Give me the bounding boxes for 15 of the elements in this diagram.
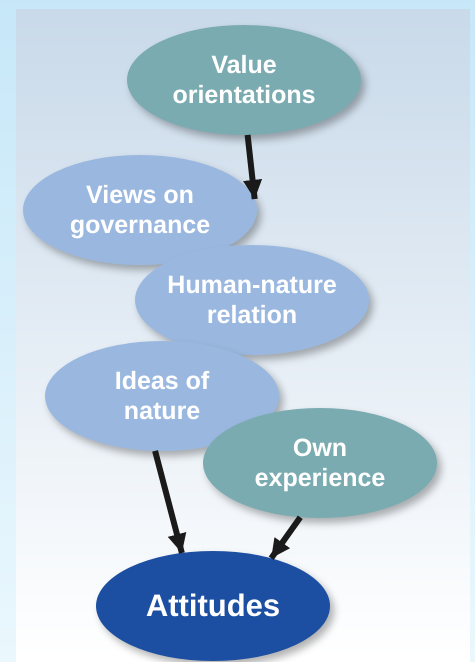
arrow <box>152 450 186 554</box>
ellipse-node <box>127 25 361 135</box>
arrow <box>268 515 303 560</box>
node-label: Attitudes <box>144 591 282 621</box>
arrow <box>243 134 262 200</box>
ellipse-node <box>23 155 257 265</box>
ellipse-node <box>45 341 279 451</box>
ellipse-node <box>96 551 330 661</box>
node-label: Human-nature relation <box>166 270 338 330</box>
ellipse-node <box>203 408 437 518</box>
ellipse-node <box>135 245 369 355</box>
node-label: Views on governance <box>68 180 212 240</box>
node-label: Ideas of nature <box>114 366 210 426</box>
node-label: Own experience <box>254 433 386 493</box>
node-label: Value orientations <box>171 50 317 110</box>
